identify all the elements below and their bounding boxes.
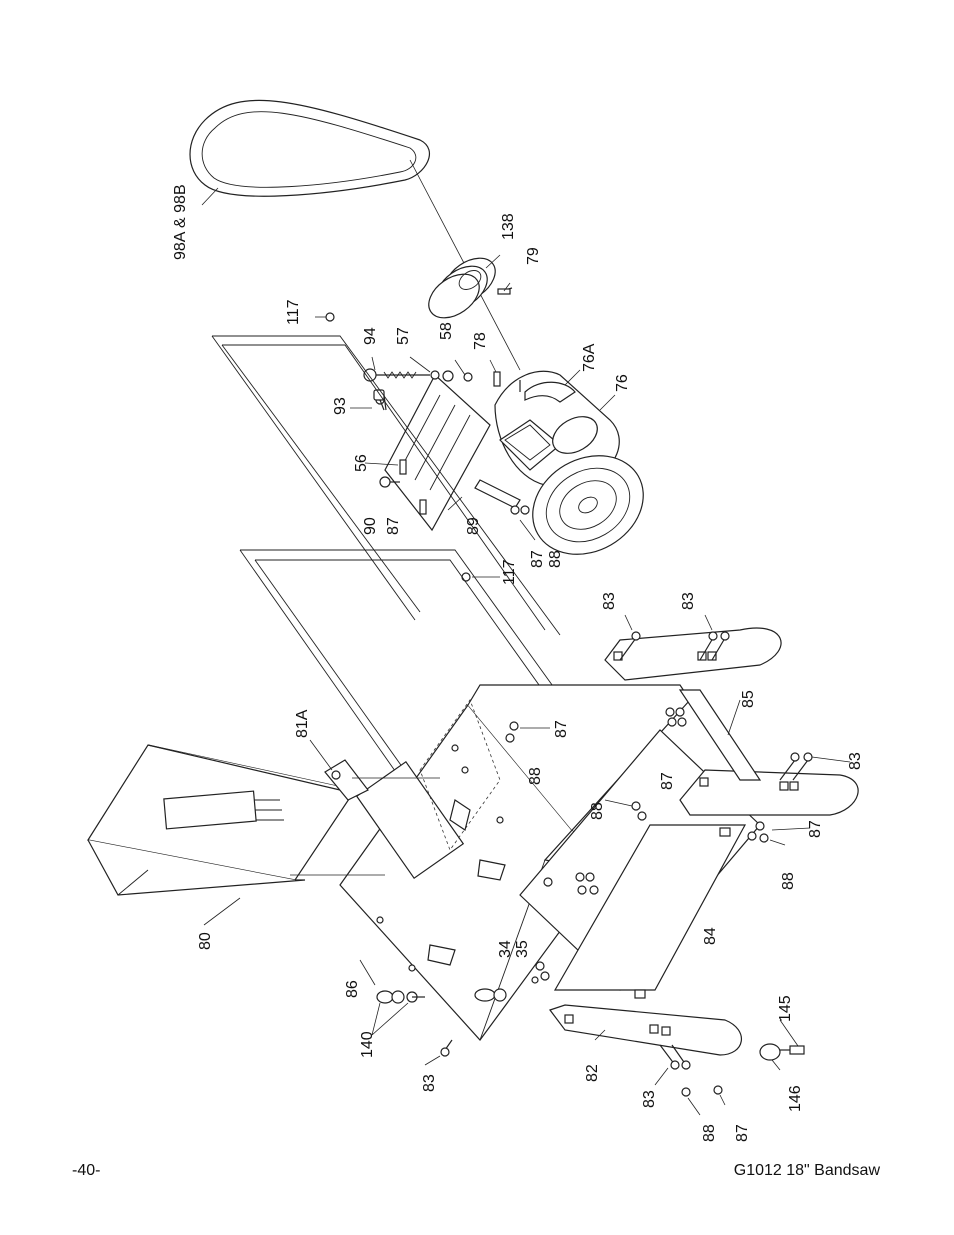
callout-82: 82 (584, 1064, 601, 1082)
carriage-bolts (440, 631, 813, 1070)
callout-88-right: 88 (780, 872, 797, 890)
manual-title: G1012 18" Bandsaw (733, 1162, 880, 1179)
electrical-cover-box (87, 744, 385, 896)
callout-83-right: 83 (847, 752, 864, 770)
motor (474, 370, 644, 555)
callout-87-right: 87 (807, 820, 824, 838)
leveling-foot (759, 1043, 805, 1061)
callout-78: 78 (472, 332, 489, 350)
pulley-set-screw (497, 287, 513, 295)
callout-87-mount: 87 (385, 517, 402, 535)
callout-58: 58 (438, 322, 455, 340)
callout-86: 86 (344, 980, 361, 998)
callout-85: 85 (740, 690, 757, 708)
callout-57: 57 (395, 327, 412, 345)
callout-34: 34 (497, 940, 514, 958)
callout-145: 145 (777, 995, 794, 1022)
callout-84: 84 (702, 927, 719, 945)
callout-83-top-b: 83 (680, 592, 697, 610)
callout-76: 76 (614, 374, 631, 392)
switch-bracket (324, 759, 440, 801)
callout-56: 56 (353, 454, 370, 472)
callout-80: 80 (197, 932, 214, 950)
callout-81a: 81A (294, 709, 311, 738)
callout-117-top: 117 (285, 299, 302, 325)
motor-mount-plate (384, 374, 491, 532)
callout-83-top-a: 83 (601, 592, 618, 610)
callout-138: 138 (500, 213, 517, 240)
callout-83-left: 83 (421, 1074, 438, 1092)
callout-87-bottom: 87 (734, 1124, 751, 1142)
callout-35: 35 (514, 940, 531, 958)
motor-key (493, 371, 501, 387)
callout-140: 140 (359, 1031, 376, 1058)
leg-left (549, 1004, 743, 1056)
hex-nuts-and-washers (505, 707, 769, 1097)
callout-98ab: 98A & 98B (172, 184, 189, 260)
motor-pulley (428, 257, 496, 319)
stretcher-85 (678, 689, 762, 781)
v-belt (189, 99, 521, 371)
callout-88-mid: 88 (589, 802, 606, 820)
leg-right-lower (679, 769, 859, 816)
callout-88-bottom: 88 (701, 1124, 718, 1142)
page-number: -40- (72, 1162, 101, 1179)
leader-lines (201, 187, 851, 1116)
callout-87-mid: 87 (659, 772, 676, 790)
callout-93: 93 (332, 397, 349, 415)
stretcher-84 (553, 824, 747, 999)
callout-89: 89 (465, 517, 482, 535)
callout-83-bottom: 83 (641, 1090, 658, 1108)
motor-capacitor-cover (524, 381, 576, 403)
callouts: 98A & 98B 138 79 117 94 57 58 78 76A 76 … (172, 184, 864, 1142)
callout-76a: 76A (581, 343, 598, 372)
callout-117-bottom: 117 (501, 559, 518, 585)
callout-88-cabinet: 88 (527, 767, 544, 785)
callout-79: 79 (525, 247, 542, 265)
callout-88-motor: 88 (547, 550, 564, 568)
tension-rod (363, 368, 473, 382)
callout-146: 146 (787, 1085, 804, 1112)
callout-87-motor: 87 (529, 550, 546, 568)
knob-and-washer (376, 988, 507, 1004)
callout-87-cabinet: 87 (553, 720, 570, 738)
callout-90: 90 (362, 517, 379, 535)
callout-94: 94 (362, 327, 379, 345)
